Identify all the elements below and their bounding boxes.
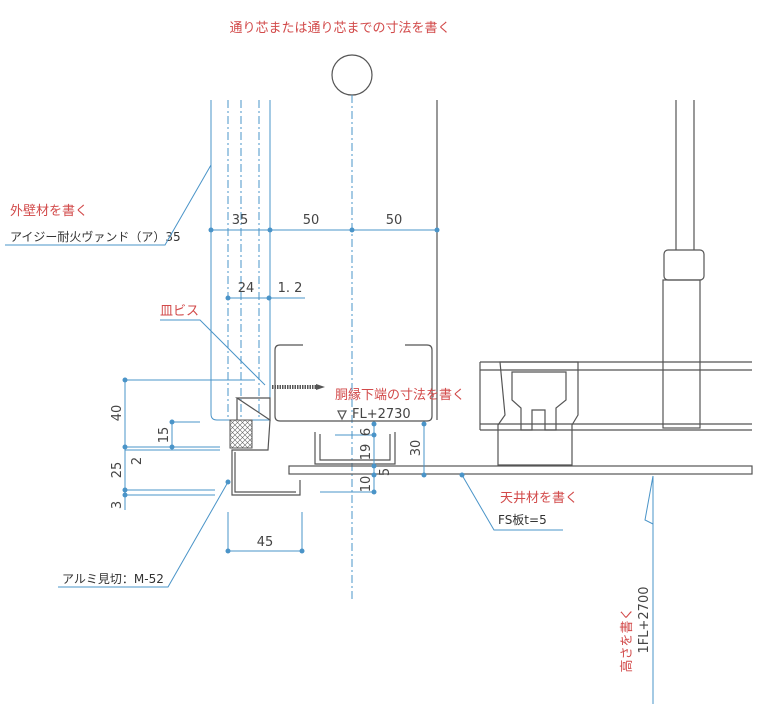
sealant-backer [229, 397, 271, 449]
svg-text:1. 2: 1. 2 [278, 281, 303, 296]
svg-text:3: 3 [110, 501, 125, 509]
ceiling-clip [497, 361, 579, 466]
trim-leader [58, 481, 229, 588]
svg-text:50: 50 [303, 213, 320, 228]
svg-text:5: 5 [378, 468, 393, 476]
trim-material-label: アルミ見切：M-52 [62, 572, 164, 586]
wall-note: 外壁材を書く [10, 204, 88, 219]
dimension-row-panel: 24 1. 2 [225, 281, 305, 301]
svg-text:6: 6 [359, 428, 374, 436]
svg-text:24: 24 [238, 281, 255, 296]
screw-icon [272, 384, 325, 390]
ceiling-board [288, 465, 753, 475]
svg-text:19: 19 [359, 444, 374, 461]
furring-level: FL+2730 [352, 407, 411, 422]
grid-note: 通り芯または通り芯までの寸法を書く [229, 21, 450, 36]
svg-text:50: 50 [386, 213, 403, 228]
ceiling-leader [461, 474, 563, 531]
exterior-wall-panel [210, 100, 438, 421]
furring-channel [274, 344, 433, 422]
hanger-bolt [662, 100, 705, 429]
screw-leader [160, 319, 266, 386]
ceiling-height-value: 1FL+2700 [637, 587, 652, 654]
furring-note: 胴縁下端の寸法を書く [335, 387, 465, 403]
wall-leader [5, 164, 212, 246]
svg-text:15: 15 [157, 427, 172, 444]
wall-material-label: アイジー耐火ヴァンド（ア）35 [10, 229, 181, 244]
ceiling-runner [314, 432, 396, 465]
screw-note: 皿ビス [160, 304, 199, 319]
svg-text:2: 2 [130, 457, 145, 465]
ceiling-material-label: FS板t=5 [498, 513, 547, 527]
dimension-trim-width: 45 [225, 512, 305, 554]
svg-text:10: 10 [359, 476, 374, 493]
svg-text:45: 45 [257, 535, 274, 550]
grid-axis-circle [331, 54, 373, 96]
svg-text:35: 35 [232, 213, 249, 228]
aluminum-trim [231, 419, 301, 496]
level-triangle-icon [337, 410, 347, 421]
dimension-column-left: 40 15 2 25 3 [110, 377, 255, 510]
height-note: 高さを書く [619, 607, 635, 672]
svg-text:30: 30 [409, 440, 424, 457]
dimension-column-ceiling: 6 19 5 10 30 [320, 421, 427, 495]
dimension-row-top: 35 50 50 [208, 213, 440, 233]
svg-text:25: 25 [110, 462, 125, 479]
ceiling-note: 天井材を書く [500, 491, 578, 506]
svg-text:40: 40 [110, 405, 125, 422]
